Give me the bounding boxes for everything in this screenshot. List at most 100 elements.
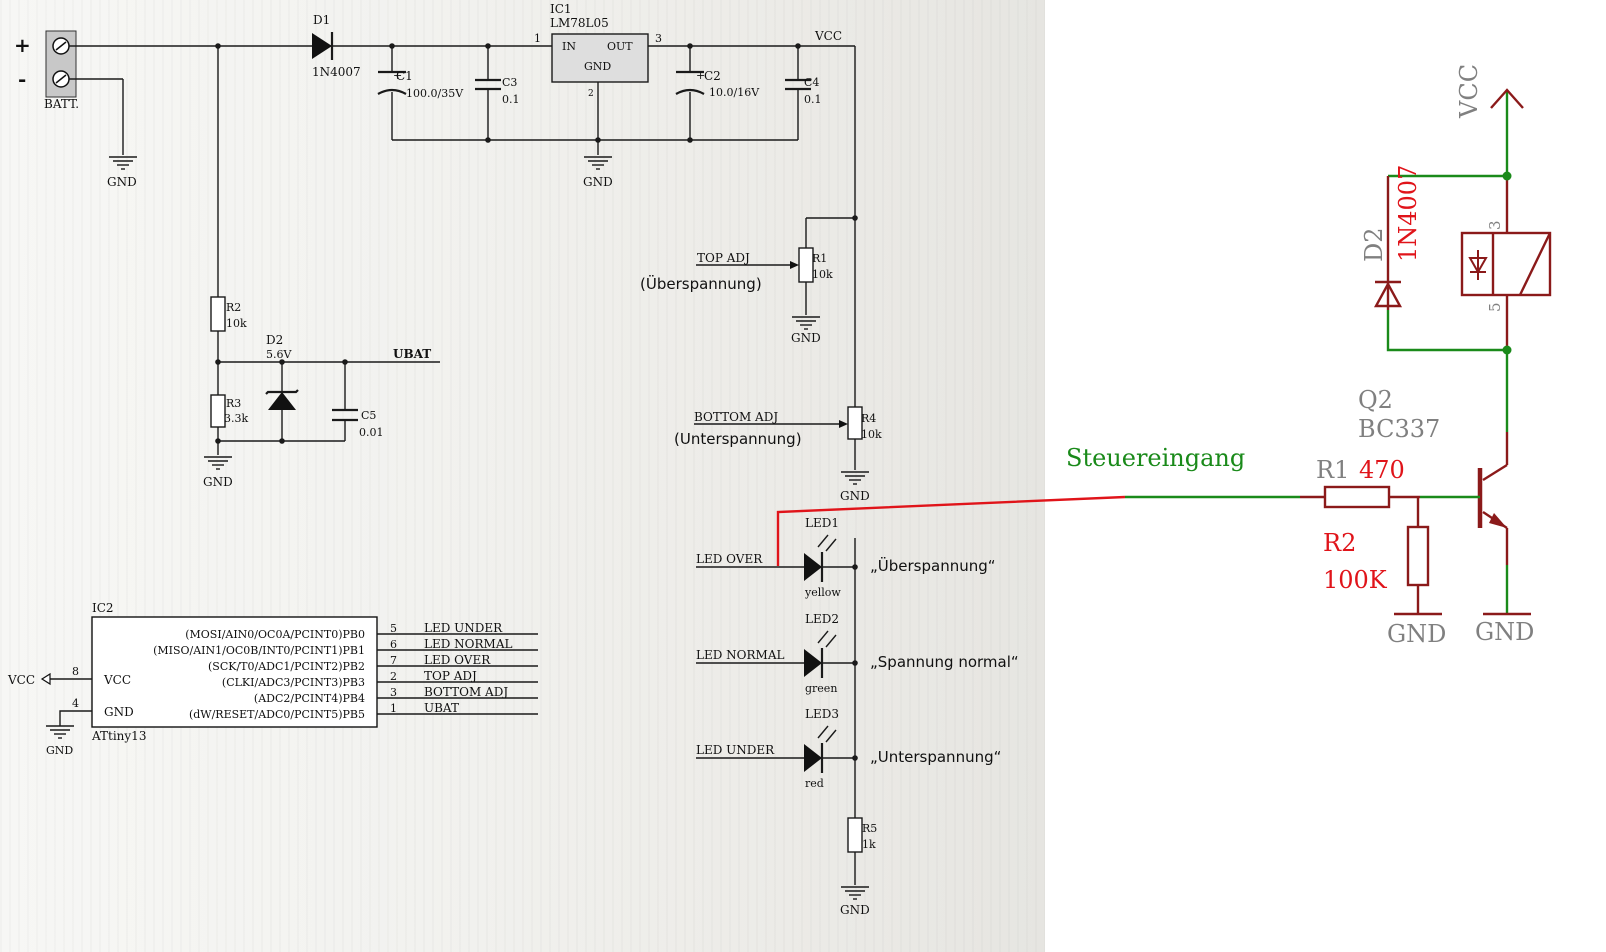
ic2-pin-function: (MISO/AIN1/OC0B/INT0/PCINT1)PB1 <box>153 644 365 657</box>
d1-value: 1N4007 <box>312 65 361 79</box>
relay-pin-bottom: 5 <box>1486 302 1504 312</box>
d2-right-value: 1N4007 <box>1394 165 1422 262</box>
ic1-gnd: GND <box>584 60 611 73</box>
c3-ref: C3 <box>502 76 517 89</box>
c1-ref: C1 <box>396 69 413 83</box>
gnd-right-1: GND <box>1387 620 1446 648</box>
svg-text:+: + <box>393 69 402 82</box>
ground-symbol <box>791 316 821 330</box>
resistor-r5: R5 1k <box>847 817 877 853</box>
ground-symbol <box>45 725 75 739</box>
ic2-part: ATtiny13 <box>91 729 146 743</box>
ubat-label: UBAT <box>393 347 431 361</box>
zener-d2: D2 5.6V <box>265 333 299 410</box>
led-arrow <box>825 634 837 648</box>
r3-value: 3.3k <box>224 412 248 425</box>
gnd-label: GND <box>203 475 233 489</box>
main-wiring <box>69 45 856 885</box>
r5-value: 1k <box>862 838 876 851</box>
resistor-r2: R2 10k <box>210 296 247 332</box>
ic2-gnd-num: 4 <box>72 697 79 710</box>
ic2-net-label: LED NORMAL <box>424 637 512 651</box>
ic2-pin-function: (CLKI/ADC3/PCINT3)PB3 <box>222 676 365 689</box>
ic1-pin3: 3 <box>655 32 662 45</box>
control-input-label: Steuereingang <box>1066 444 1245 472</box>
led-arrow <box>817 630 829 644</box>
battery-terminal: + - BATT. <box>14 30 79 111</box>
ground-symbol <box>108 156 138 170</box>
ic1-part: LM78L05 <box>550 16 609 30</box>
led-symbol <box>804 744 822 772</box>
ic1-in: IN <box>562 40 576 53</box>
led-note: „Unterspannung“ <box>870 748 1001 766</box>
c3-value: 0.1 <box>502 93 520 106</box>
led-color: green <box>805 682 837 695</box>
ic2-net-label: LED OVER <box>424 653 491 667</box>
capacitor-c5: C5 0.01 <box>332 408 384 439</box>
scanned-schematic-background <box>0 0 1045 952</box>
led-net-label: LED OVER <box>696 552 763 566</box>
led-arrow <box>817 725 829 739</box>
ground-symbol <box>840 886 870 900</box>
ic2-pin-number: 1 <box>390 702 397 715</box>
r2-right-ref: R2 <box>1323 529 1356 557</box>
led-arrow <box>817 534 829 548</box>
gnd-label: GND <box>46 744 73 757</box>
ic2-vcc-label: VCC <box>7 673 35 687</box>
led-symbol <box>804 649 822 677</box>
c5-ref: C5 <box>361 409 376 422</box>
led-color: red <box>805 777 824 790</box>
gnd-label: GND <box>840 903 870 917</box>
r1-net: TOP ADJ <box>697 251 750 265</box>
ic2-net-label: BOTTOM ADJ <box>424 685 508 699</box>
d2-right-ref: D2 <box>1360 227 1388 262</box>
led-ref: LED1 <box>805 516 839 530</box>
d2-ref: D2 <box>266 333 283 347</box>
vcc-right-label: VCC <box>1455 64 1483 119</box>
q2-value: BC337 <box>1358 415 1440 443</box>
r1-right-ref: R1 <box>1316 456 1349 484</box>
diode-d1: D1 1N4007 <box>312 13 361 79</box>
led-note: „Überspannung“ <box>870 556 996 575</box>
gnd-label: GND <box>840 489 870 503</box>
ic2-pin-number: 7 <box>390 654 397 667</box>
ground-symbol <box>840 471 870 485</box>
c2-value: 10.0/16V <box>709 86 760 99</box>
ic2-pin-number: 3 <box>390 686 397 699</box>
r1-value: 10k <box>812 268 833 281</box>
r4-value: 10k <box>861 428 882 441</box>
gnd-right-2: GND <box>1475 618 1534 646</box>
regulator-ic1: IC1 LM78L05 IN OUT GND 1 3 2 <box>534 2 662 99</box>
battery-label: BATT. <box>44 97 79 111</box>
r2-value: 10k <box>226 317 247 330</box>
c4-value: 0.1 <box>804 93 822 106</box>
relay-driver-circuit: VCC D2 1N4007 3 5 Q2 BC337 GND Steuerein… <box>1066 64 1552 648</box>
d2-value: 5.6V <box>266 348 292 361</box>
led-note: „Spannung normal“ <box>870 653 1019 671</box>
r4-note: (Unterspannung) <box>674 430 802 448</box>
ic2-vcc-num: 8 <box>72 665 79 678</box>
capacitor-c4: C4 0.1 <box>785 76 822 106</box>
relay-pin-top: 3 <box>1486 220 1504 230</box>
ic2-pin-number: 5 <box>390 622 397 635</box>
ic1-out: OUT <box>607 40 633 53</box>
ic2-gnd-pin: GND <box>104 705 134 719</box>
potentiometer-r1: TOP ADJ (Überspannung) R1 10k <box>640 247 833 293</box>
c1-value: 100.0/35V <box>406 87 464 100</box>
ic1-ref: IC1 <box>550 2 572 16</box>
vcc-label: VCC <box>814 29 842 43</box>
ground-symbol <box>583 156 613 170</box>
svg-text:+: + <box>696 69 705 82</box>
r2-right-value: 100K <box>1323 566 1388 594</box>
ic2-vcc-pin: VCC <box>103 673 131 687</box>
led-net-label: LED NORMAL <box>696 648 784 662</box>
capacitor-c1: C1 + 100.0/35V <box>377 69 464 100</box>
ic2-pin-number: 6 <box>390 638 397 651</box>
led-arrow <box>825 729 837 743</box>
d1-ref: D1 <box>313 13 330 27</box>
ic2-net-label: LED UNDER <box>424 621 503 635</box>
capacitor-c2: C2 + 10.0/16V <box>675 69 760 99</box>
r2-ref: R2 <box>226 301 241 314</box>
r1-ref: R1 <box>812 252 827 265</box>
gnd-label: GND <box>107 175 137 189</box>
